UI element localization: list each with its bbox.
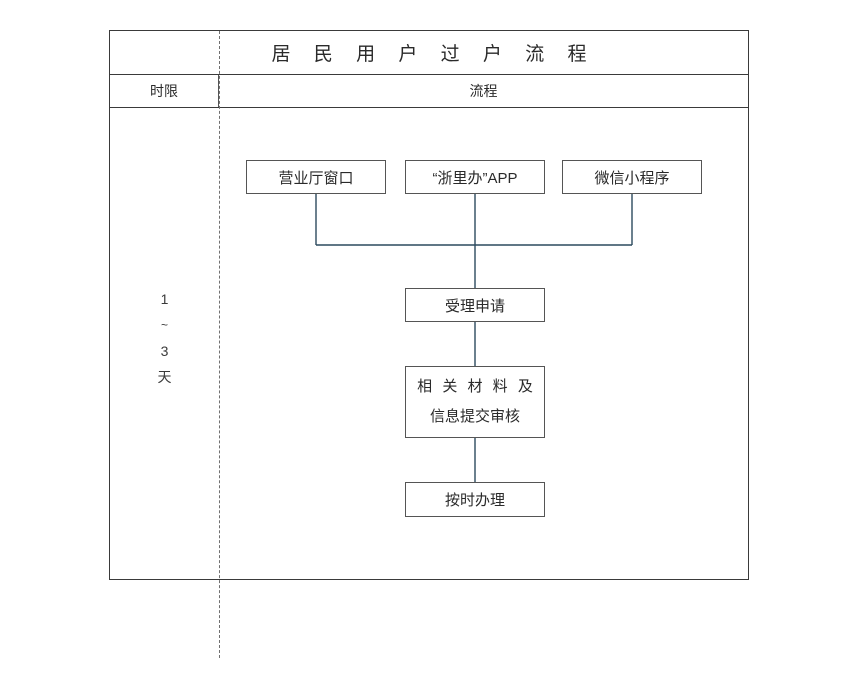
column-header-time-limit: 时限	[110, 75, 219, 107]
time-limit-cell: 1 ~ 3 天	[110, 108, 219, 579]
flow-node-accept-application[interactable]: 受理申请	[405, 288, 545, 322]
flow-node-service-hall[interactable]: 营业厅窗口	[246, 160, 386, 194]
flow-node-wechat-miniprogram[interactable]: 微信小程序	[562, 160, 702, 194]
flow-node-wechat-miniprogram-label: 微信小程序	[594, 169, 670, 187]
time-limit-value: 1 ~ 3 天	[110, 286, 219, 390]
column-header-row: 时限 流程	[110, 75, 748, 108]
flowchart-canvas: 营业厅窗口 “浙里办”APP 微信小程序 受理申请 相 关 材 料 及 信息提交…	[219, 108, 748, 579]
column-header-flow: 流程	[469, 83, 498, 99]
time-limit-line-2: ~	[160, 318, 168, 332]
flow-node-zhelibanapp[interactable]: “浙里办”APP	[405, 160, 545, 194]
time-limit-line-1: 1	[160, 291, 169, 307]
flow-node-on-time-processing[interactable]: 按时办理	[405, 482, 545, 517]
column-divider-dashed	[219, 31, 220, 658]
flow-node-zhelibanapp-label: “浙里办”APP	[432, 169, 518, 187]
page-title: 居 民 用 户 过 户 流 程	[271, 44, 596, 65]
flow-node-service-hall-label: 营业厅窗口	[278, 169, 354, 187]
flow-node-accept-application-label: 受理申请	[444, 297, 505, 315]
title-row: 居 民 用 户 过 户 流 程	[110, 31, 748, 75]
flow-node-material-submission-line1: 相 关 材 料 及	[417, 378, 536, 395]
flow-node-material-submission[interactable]: 相 关 材 料 及 信息提交审核	[405, 366, 545, 438]
table-body: 1 ~ 3 天 营业厅窗口	[110, 31, 748, 658]
time-limit-line-4: 天	[157, 369, 172, 385]
time-limit-line-3: 3	[160, 343, 169, 359]
flow-node-material-submission-line2: 信息提交审核	[429, 408, 520, 425]
process-table: 居 民 用 户 过 户 流 程 时限 流程 1 ~ 3 天	[109, 30, 749, 658]
flow-node-on-time-processing-label: 按时办理	[444, 492, 505, 509]
